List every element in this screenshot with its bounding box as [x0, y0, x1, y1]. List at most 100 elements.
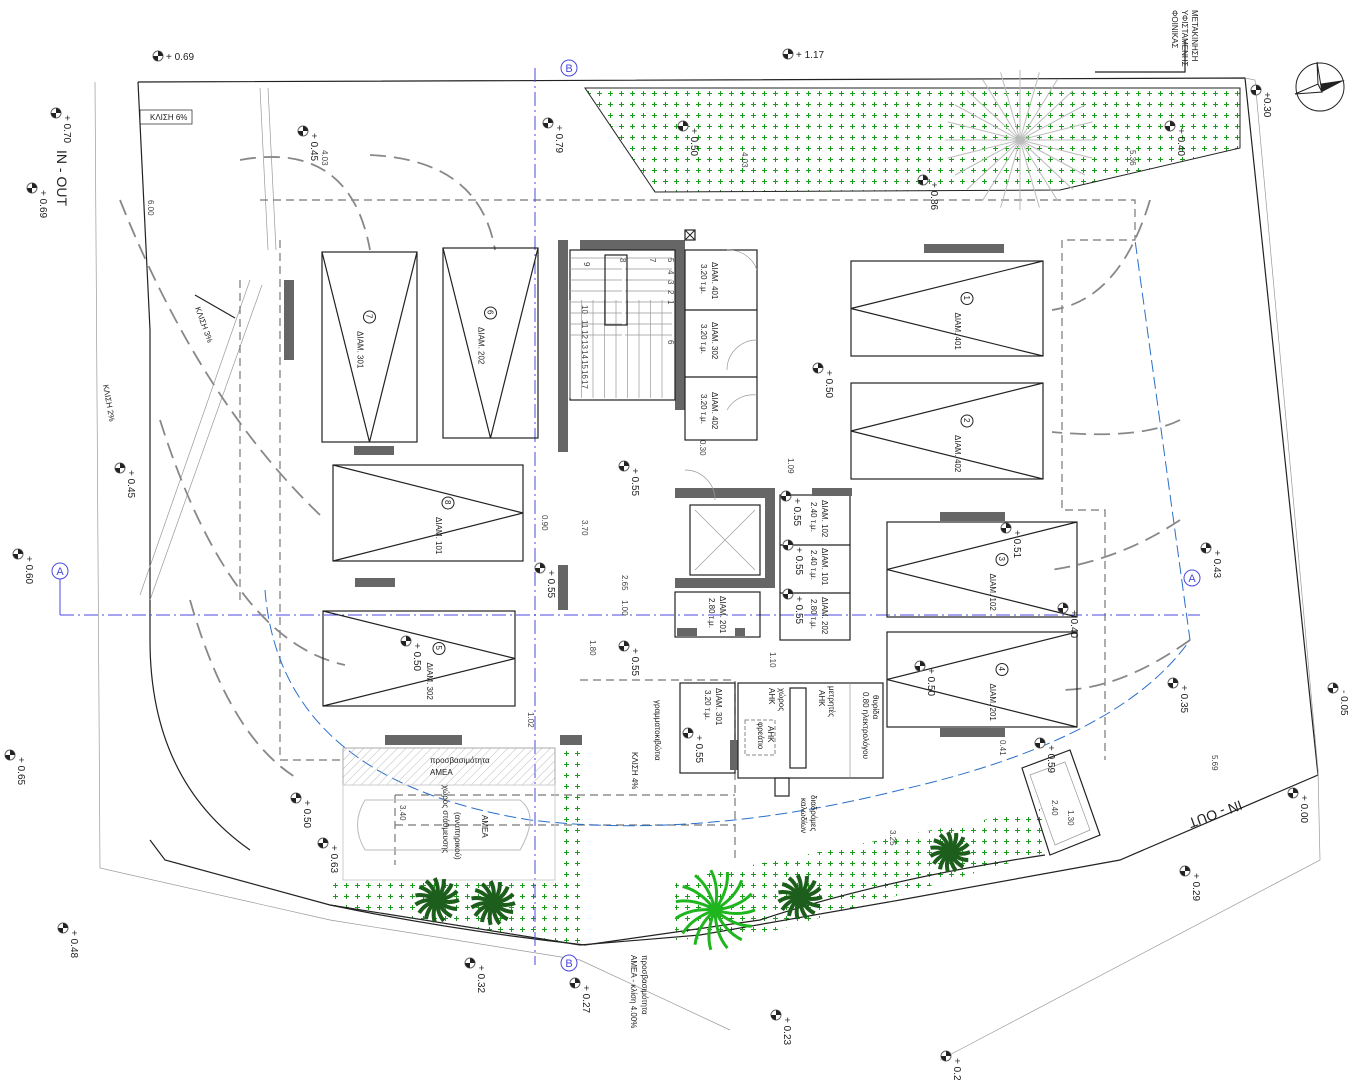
structural-grid: A A B B: [51, 59, 1201, 972]
wheel-stop: [354, 446, 394, 455]
stair-step-number: 11: [580, 320, 589, 329]
plan-label: θυρίδα: [871, 695, 880, 720]
stair-step-number: 15: [580, 360, 589, 369]
level-value: + 0.40: [1068, 610, 1079, 639]
storage-area: 3.20 τ.μ.: [703, 690, 712, 720]
trees: [414, 70, 1095, 951]
wheel-stop: [355, 578, 395, 587]
note-line-3: ΦΟΙΝΙΚΑΣ: [1170, 10, 1179, 49]
dimension-label: 2.65: [620, 575, 629, 591]
plan-label: προσβασιμότητα: [640, 955, 649, 1015]
plan-label: γραμματοκιβώτια: [653, 700, 662, 761]
level-marker: + 0.65: [4, 749, 26, 786]
grid-marker-a-right: [1183, 569, 1201, 587]
level-marker: + 0.59: [1034, 737, 1056, 774]
storage-label: ΔΙΑΜ. 301: [714, 688, 723, 726]
level-marker: + 0.69: [152, 50, 195, 63]
plan-label: καλωδίων: [799, 798, 808, 833]
ramp: [139, 279, 263, 601]
storage-area: 2.40 τ.μ.: [809, 550, 818, 580]
planting-areas: [330, 87, 1241, 945]
plan-label: ΑΜΕΑ: [430, 768, 453, 777]
level-value: + 0.69: [37, 190, 48, 219]
tree-icon: [414, 877, 460, 923]
level-marker: + 0.27: [569, 977, 591, 1014]
plan-label: μετρητές: [827, 686, 836, 717]
storage-label: ΔΙΑΜ. 402: [710, 392, 719, 430]
parking-number: 7: [365, 314, 374, 319]
storage-label: ΔΙΑΜ. 202: [820, 597, 829, 635]
parking-label: ΔΙΑΜ. 202: [477, 327, 486, 365]
level-value: + 0.50: [925, 668, 936, 697]
parking-label: ΔΙΑΜ. 102: [988, 574, 997, 612]
parking-label: ΔΙΑΜ. 201: [988, 684, 997, 722]
grid-marker-a-left: [51, 562, 69, 580]
level-marker: + 0.55: [534, 562, 556, 599]
level-marker: + 0.86: [917, 174, 939, 211]
level-marker: + 0.50: [677, 120, 699, 157]
level-value: + 0.65: [15, 757, 26, 786]
level-value: + 0.55: [545, 570, 556, 599]
stair-step-number: 3: [666, 280, 675, 285]
plan-label: (αναπηρικού): [453, 812, 462, 860]
stair-step-number: 12: [580, 330, 589, 339]
level-marker: + 0.60: [12, 548, 34, 585]
level-marker: - 0.05: [1327, 682, 1349, 716]
plan-label: χώρος: [777, 688, 786, 711]
slope-label: ΚΛΙΣΗ 3%: [193, 306, 214, 344]
level-marker: + 0.23: [770, 1009, 792, 1046]
level-marker: + 0.55: [782, 539, 804, 576]
parking-label: ΔΙΑΜ. 402: [953, 435, 962, 473]
tree-icon: [929, 831, 971, 873]
parking-label: ΔΙΑΜ. 301: [356, 331, 365, 369]
level-marker: + 0.45: [297, 125, 319, 162]
level-marker: + 0.50: [400, 635, 422, 672]
plan-label: προσβασιμότητα: [430, 756, 490, 765]
level-marker: + 0.50: [914, 660, 936, 697]
level-markers: + 0.69+ 1.17+0.30+ 0.70+ 0.69+ 0.45+ 0.7…: [4, 48, 1349, 1080]
level-value: + 0.55: [629, 648, 640, 677]
level-value: + 0.50: [688, 128, 699, 157]
level-value: + 0.40: [1175, 128, 1186, 157]
plot-boundary: [94, 77, 1321, 1061]
level-value: + 0.48: [68, 930, 79, 959]
level-marker: + 0.35: [1167, 677, 1189, 714]
level-value: + 0.35: [1178, 685, 1189, 714]
level-marker: +0.30: [1250, 84, 1272, 118]
level-marker: + 0.00: [1287, 787, 1309, 824]
level-marker: + 1.17: [782, 48, 825, 61]
plan-label: ΑΗΚ: [817, 690, 826, 707]
plan-label: ΑΗΚ: [767, 688, 776, 705]
slope-label: ΚΛΙΣΗ 6%: [150, 113, 187, 122]
gate-structure: [1021, 749, 1101, 856]
level-marker: + 0.63: [317, 837, 339, 874]
parking-label: ΔΙΑΜ. 101: [434, 517, 443, 555]
parking-number: 5: [434, 646, 443, 651]
level-value: + 0.29: [1190, 873, 1201, 902]
storage-label: ΔΙΑΜ. 302: [710, 322, 719, 360]
level-marker: + 0.50: [290, 792, 312, 829]
dimension-label: 0.30: [698, 440, 707, 456]
grid-label-b-bottom: B: [565, 958, 572, 970]
storage-label: ΔΙΑΜ. 201: [718, 596, 727, 634]
parking-number: 4: [997, 667, 1006, 672]
slope-label: ΚΛΙΣΗ 2%: [101, 384, 116, 422]
dimension-label: 3.70: [580, 520, 589, 536]
level-value: + 0.50: [823, 370, 834, 399]
parking-number: 6: [486, 310, 495, 315]
dimension-label: 1.09: [786, 458, 795, 474]
level-marker: + 0.29: [1179, 865, 1201, 902]
level-value: + 0.50: [301, 800, 312, 829]
stair-step-number: 1: [666, 300, 675, 305]
level-value: + 0.45: [125, 470, 136, 499]
level-marker: + 0.40: [1164, 120, 1186, 157]
dimension-label: 6.00: [146, 200, 155, 216]
level-value: + 0.45: [308, 133, 319, 162]
level-value: + 0.59: [1045, 745, 1056, 774]
